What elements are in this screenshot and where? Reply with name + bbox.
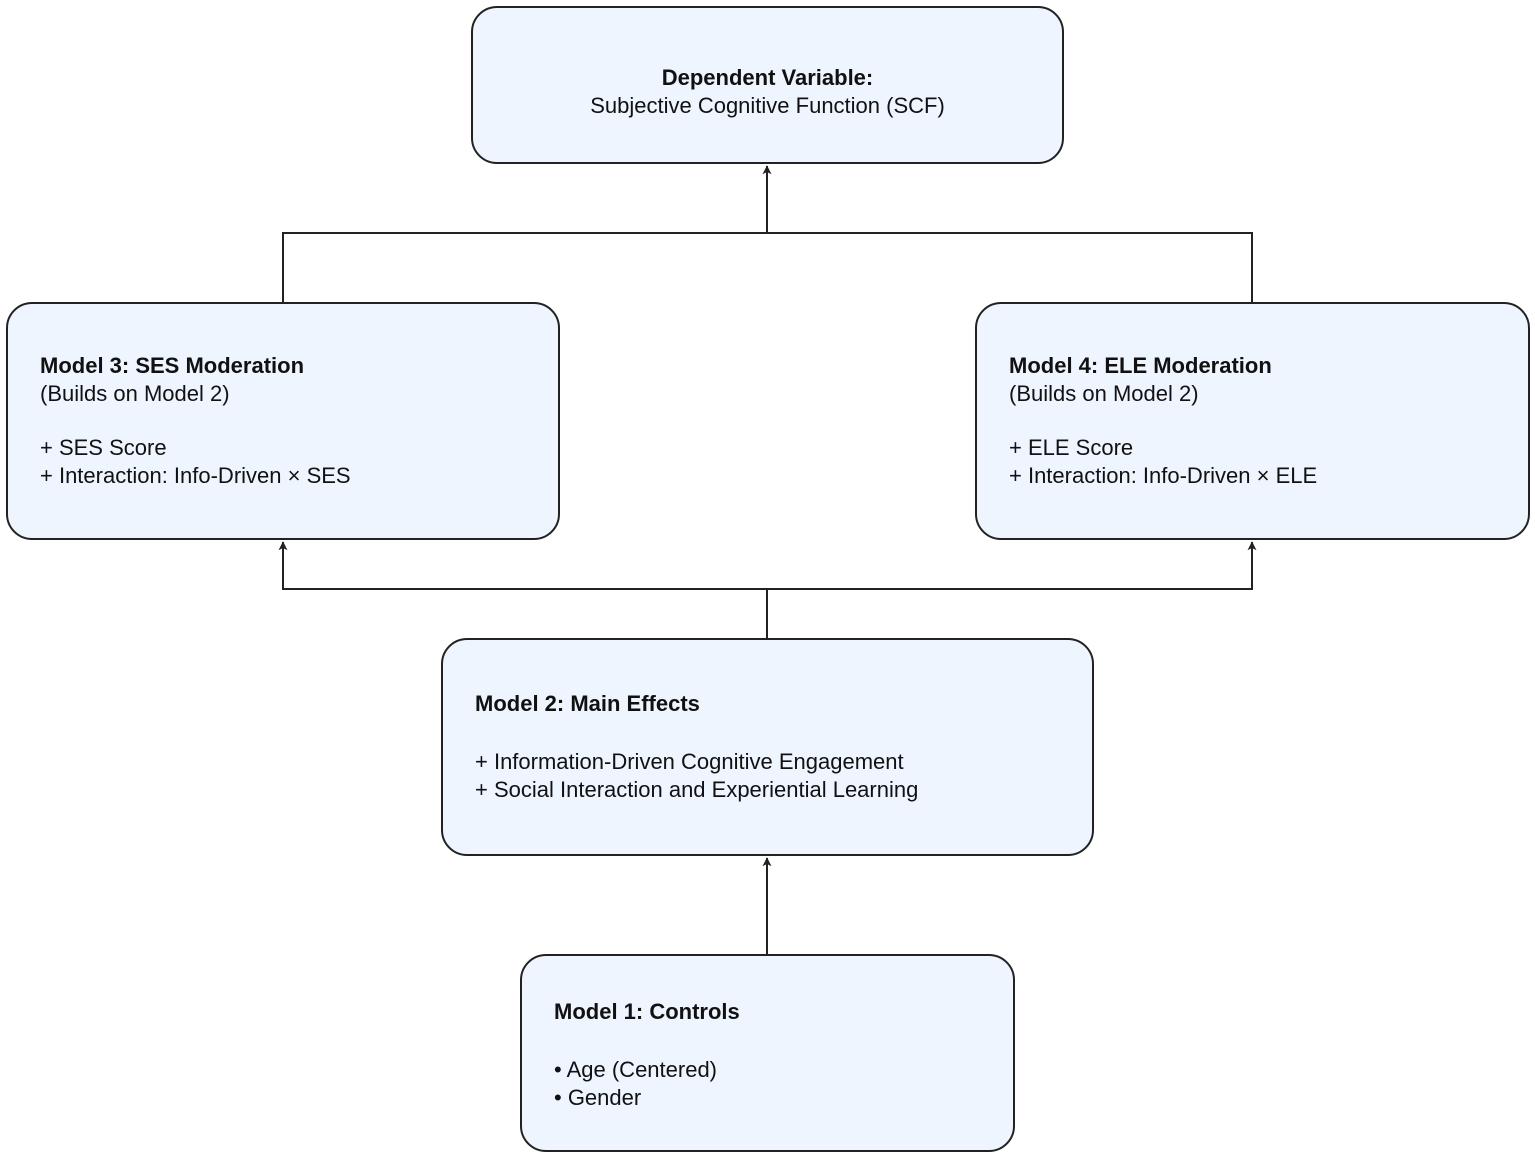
model2-title: Model 2: Main Effects	[475, 691, 700, 716]
dependent-variable-subtitle: Subjective Cognitive Function (SCF)	[590, 93, 945, 118]
model3-title: Model 3: SES Moderation	[40, 353, 305, 378]
model1-item-gender: • Gender	[554, 1085, 642, 1110]
connector-model4-to-dv	[767, 232, 1253, 302]
model3-item-ses-score: + SES Score	[40, 435, 167, 460]
model1-box: Model 1: Controls • Age (Centered) • Gen…	[520, 954, 1015, 1152]
connector-model3-to-dv	[282, 232, 767, 302]
arrow-to-model4	[767, 541, 1257, 590]
model2-box: Model 2: Main Effects + Information-Driv…	[441, 638, 1094, 856]
model4-box: Model 4: ELE Moderation (Builds on Model…	[975, 302, 1530, 540]
dependent-variable-box: Dependent Variable: Subjective Cognitive…	[471, 6, 1064, 164]
model2-item-information-driven: + Information-Driven Cognitive Engagemen…	[475, 749, 904, 774]
model2-item-social-interaction: + Social Interaction and Experiential Le…	[475, 777, 919, 802]
model3-box: Model 3: SES Moderation (Builds on Model…	[6, 302, 560, 540]
model1-title: Model 1: Controls	[554, 999, 740, 1024]
model4-title: Model 4: ELE Moderation	[1009, 353, 1272, 378]
model4-note: (Builds on Model 2)	[1009, 381, 1199, 406]
model4-item-ele-score: + ELE Score	[1009, 435, 1134, 460]
model3-item-interaction: + Interaction: Info-Driven × SES	[40, 463, 351, 488]
model1-item-age: • Age (Centered)	[554, 1057, 718, 1082]
arrow-to-model3	[278, 541, 767, 590]
dependent-variable-title: Dependent Variable:	[661, 65, 874, 90]
model3-note: (Builds on Model 2)	[40, 381, 230, 406]
model4-item-interaction: + Interaction: Info-Driven × ELE	[1009, 463, 1318, 488]
